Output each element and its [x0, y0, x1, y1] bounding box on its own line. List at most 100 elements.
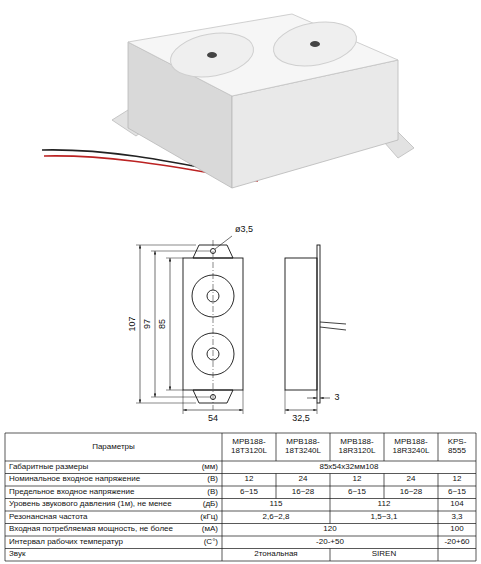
table-cell: 6~15: [439, 487, 475, 499]
table-cell: (С°): [6, 537, 221, 549]
table-rule: [5, 486, 476, 487]
table-cell: (В): [6, 487, 221, 499]
table-cell: 115: [223, 499, 329, 511]
table-rule: [222, 461, 223, 474]
table-header: MPB188-18R3240L: [385, 434, 437, 461]
table-cell: (дБ): [6, 499, 221, 511]
table-rule: [5, 536, 6, 549]
table-rule: [330, 433, 331, 461]
table-cell: 16~28: [385, 487, 437, 499]
front-view: [136, 236, 243, 414]
table-cell: 3,3: [439, 512, 475, 524]
table-rule: [384, 433, 385, 461]
table-rule: [5, 433, 6, 461]
table-cell: 6~15: [223, 487, 275, 499]
table-rule: [476, 511, 477, 524]
table-cell: Уровень звукового давления (1м), не мене…: [6, 499, 221, 511]
table-rule: [5, 499, 6, 512]
table-rule: [330, 499, 331, 512]
table-cell: 12: [331, 474, 383, 486]
table-cell: (мА): [6, 524, 221, 536]
table-rule: [476, 524, 477, 537]
table-rule: [222, 536, 223, 549]
table-rule: [5, 548, 476, 549]
table-rule: [222, 433, 223, 461]
table-cell: 85x54x32мм108: [223, 462, 475, 474]
table-rule: [5, 433, 476, 434]
table-rule: [276, 433, 277, 461]
table-cell: (В): [6, 474, 221, 486]
diameter-label: ø3,5: [234, 225, 254, 235]
table-cell: 12: [223, 474, 275, 486]
table-cell: 12: [439, 474, 475, 486]
table-cell: (кГц): [6, 512, 221, 524]
table-cell: -20+60: [439, 537, 475, 549]
table-rule: [438, 474, 439, 487]
table-cell: 112: [331, 499, 437, 511]
table-rule: [5, 473, 476, 474]
table-header: MPB188-18R3120L: [331, 434, 383, 461]
table-rule: [5, 523, 476, 524]
table-rule: [438, 433, 439, 461]
table-cell: 100: [439, 524, 475, 536]
table-rule: [384, 486, 385, 499]
dimension-label: 3: [333, 393, 340, 403]
table-cell: 104: [439, 499, 475, 511]
table-cell: Входная потребляемая мощность, не более: [6, 524, 221, 536]
table-rule: [5, 511, 476, 512]
table-cell: 24: [277, 474, 329, 486]
table-rule: [5, 461, 6, 474]
table-rule: [438, 499, 439, 512]
table-rule: [438, 536, 439, 549]
table-rule: [5, 461, 476, 462]
table-cell: 2тональная: [223, 549, 329, 561]
table-header: KPS-8555: [439, 434, 475, 461]
table-rule: [5, 561, 476, 562]
table-rule: [438, 511, 439, 524]
table-rule: [5, 474, 6, 487]
table-rule: [476, 549, 477, 562]
table-rule: [5, 536, 476, 537]
table-rule: [330, 549, 331, 562]
table-rule: [476, 433, 477, 461]
table-rule: [276, 486, 277, 499]
table-cell: SIREN: [331, 549, 437, 561]
table-cell: Интервал рабочих температур: [6, 537, 221, 549]
table-header: MPB188-18T3120L: [223, 434, 275, 461]
table-rule: [5, 549, 6, 562]
table-cell: Звук: [6, 549, 221, 561]
table-rule: [438, 549, 439, 562]
table-cell: 6~15: [331, 487, 383, 499]
table-rule: [222, 524, 223, 537]
table-cell: Резонансная частота: [6, 512, 221, 524]
dimension-label: 97: [143, 318, 153, 330]
table-cell: 24: [385, 474, 437, 486]
table-cell: 2,6~2,8: [223, 512, 329, 524]
table-rule: [5, 498, 476, 499]
table-cell: 1,5~3,1: [331, 512, 437, 524]
table-rule: [330, 511, 331, 524]
table-rule: [438, 486, 439, 499]
table-rule: [5, 511, 6, 524]
table-cell: Габаритные размеры: [6, 462, 221, 474]
table-rule: [222, 474, 223, 487]
table-cell: 120: [223, 524, 437, 536]
dimension-label: 107: [128, 315, 138, 332]
table-rule: [438, 524, 439, 537]
table-rule: [222, 549, 223, 562]
table-cell: 16~28: [277, 487, 329, 499]
table-cell: (мм): [6, 462, 221, 474]
dimension-label: 32,5: [291, 414, 311, 424]
table-grid: [5, 433, 476, 561]
table-cell: -20-+50: [223, 537, 437, 549]
table-rule: [476, 486, 477, 499]
table-rule: [476, 461, 477, 474]
dimension-label: 85: [158, 318, 168, 330]
table-rule: [222, 511, 223, 524]
table-rule: [222, 486, 223, 499]
dimension-label: 54: [207, 414, 219, 424]
table-rule: [5, 524, 6, 537]
table-rule: [276, 474, 277, 487]
table-rule: [476, 474, 477, 487]
